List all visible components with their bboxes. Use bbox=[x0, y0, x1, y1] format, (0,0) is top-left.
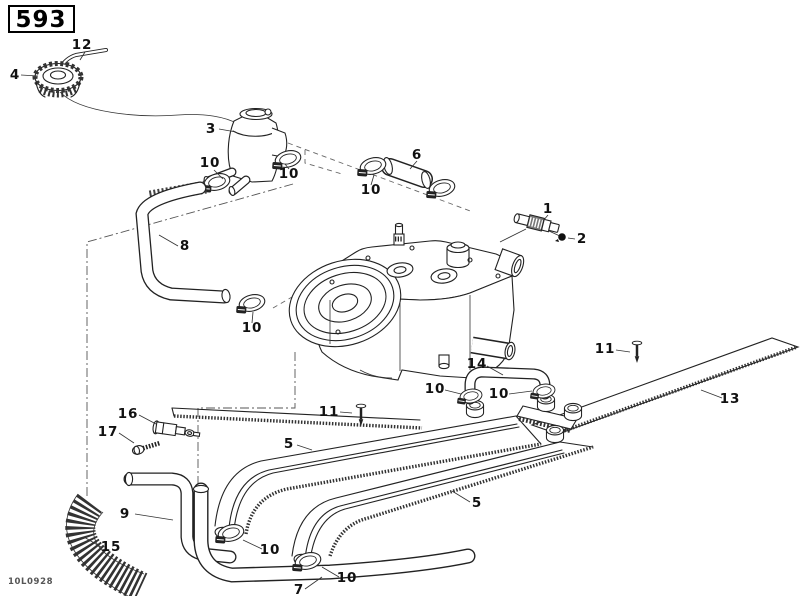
cooler-port bbox=[563, 402, 583, 422]
sensor-cap bbox=[555, 233, 566, 242]
leader-lines bbox=[20, 51, 723, 590]
callout-16: 16 bbox=[118, 406, 138, 422]
hose-14 bbox=[454, 366, 557, 407]
hose-clamp bbox=[232, 291, 268, 317]
pump-fitting bbox=[438, 354, 450, 370]
drawing-number: 10L0928 bbox=[8, 577, 53, 587]
reference-lines bbox=[86, 142, 474, 498]
callout-5: 5 bbox=[284, 436, 294, 452]
callout-5: 5 bbox=[472, 495, 482, 511]
temperature-sensor bbox=[499, 213, 566, 243]
hose-8 bbox=[135, 180, 268, 317]
callout-10: 10 bbox=[279, 166, 299, 182]
recoil-starter bbox=[288, 258, 402, 348]
cooler-panel-left bbox=[171, 407, 423, 430]
coolant-reservoir bbox=[197, 107, 304, 196]
pin-11-right bbox=[631, 339, 643, 365]
hose-clamp bbox=[353, 154, 389, 180]
callout-labels: 12 4 3 10 10 6 10 1 2 8 10 11 14 10 10 1… bbox=[10, 37, 740, 596]
callout-15: 15 bbox=[101, 539, 121, 555]
cooler-port bbox=[545, 424, 565, 444]
callout-17: 17 bbox=[98, 424, 118, 440]
callout-4: 4 bbox=[10, 67, 20, 83]
cooler-panel-13 bbox=[516, 337, 800, 435]
callout-10: 10 bbox=[260, 542, 280, 558]
hose-6 bbox=[353, 154, 458, 202]
callout-10: 10 bbox=[425, 381, 445, 397]
title-box: 593 bbox=[8, 5, 75, 33]
engine-model-code: 593 bbox=[15, 7, 66, 33]
callout-11: 11 bbox=[595, 341, 615, 357]
callout-11: 11 bbox=[319, 404, 339, 420]
callout-10: 10 bbox=[361, 182, 381, 198]
callout-14: 14 bbox=[467, 356, 487, 372]
callout-7: 7 bbox=[294, 582, 304, 596]
callout-2: 2 bbox=[577, 231, 587, 247]
callout-1: 1 bbox=[543, 201, 553, 217]
callout-12: 12 bbox=[72, 37, 92, 53]
pressure-cap bbox=[32, 48, 239, 125]
callout-6: 6 bbox=[412, 147, 422, 163]
front-cooler-panel-b bbox=[291, 424, 594, 567]
callout-13: 13 bbox=[720, 391, 740, 407]
callout-10: 10 bbox=[200, 155, 220, 171]
callout-10: 10 bbox=[489, 386, 509, 402]
callout-3: 3 bbox=[206, 121, 216, 137]
engine-assembly bbox=[288, 222, 525, 381]
exhaust-stub bbox=[494, 248, 525, 278]
callout-10: 10 bbox=[337, 570, 357, 586]
fitting-16 bbox=[152, 420, 201, 437]
spark-plug bbox=[393, 222, 405, 246]
callout-9: 9 bbox=[120, 506, 130, 522]
callout-10: 10 bbox=[242, 320, 262, 336]
callout-8: 8 bbox=[180, 238, 190, 254]
screw-17 bbox=[131, 440, 161, 455]
pin-11-left bbox=[355, 402, 367, 428]
filler-neck bbox=[446, 241, 470, 269]
front-cooler-panel-a bbox=[214, 399, 542, 540]
